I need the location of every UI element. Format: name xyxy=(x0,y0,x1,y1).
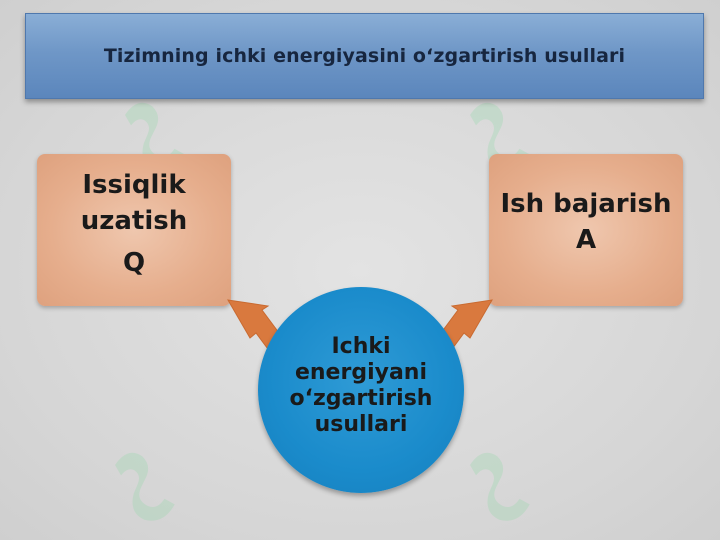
heat-transfer-symbol: Q xyxy=(122,248,146,278)
page-title: Tizimning ichki energiyasini o‘zgartiris… xyxy=(103,45,626,67)
center-circle: Ichki energiyani o‘zgartirish usullari xyxy=(258,287,464,493)
work-done-box: Ish bajarish A xyxy=(489,154,683,306)
work-done-symbol: A xyxy=(575,225,597,255)
heat-transfer-label: Issiqlik uzatish xyxy=(80,170,188,236)
heat-transfer-box: Issiqlik uzatish Q xyxy=(37,154,231,306)
work-done-label: Ish bajarish xyxy=(500,189,672,219)
center-label: Ichki energiyani o‘zgartirish usullari xyxy=(289,334,433,437)
title-bar: Tizimning ichki energiyasini o‘zgartiris… xyxy=(25,13,704,99)
